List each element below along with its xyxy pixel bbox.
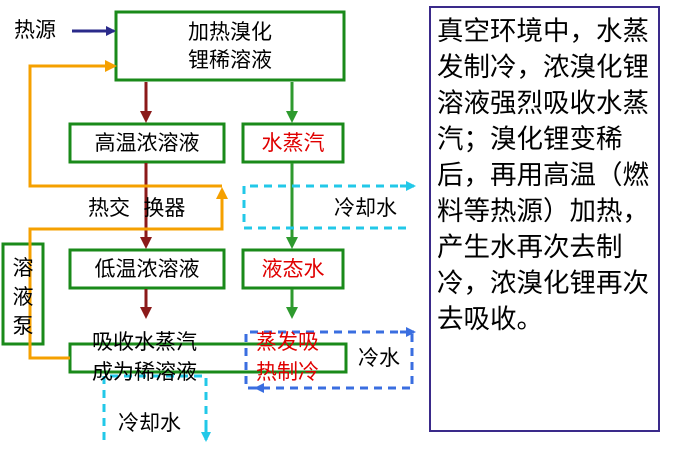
water-vapor-label: 水蒸汽 bbox=[261, 131, 325, 155]
description-panel: 真空环境中，水蒸发制冷，浓溴化锂溶液强烈吸收水蒸汽；溴化锂变稀后，再用高温（燃料… bbox=[429, 6, 660, 432]
generator-label-line1: 加热溴化 bbox=[188, 20, 272, 44]
low-temp-conc-solution-box bbox=[68, 248, 226, 290]
hot-conc-solution-label: 高温浓溶液 bbox=[94, 131, 200, 155]
orange-return-to-generator bbox=[28, 60, 222, 188]
cooling-water-bottom-label: 冷却水 bbox=[118, 411, 181, 435]
cooling-water-mid-loop bbox=[242, 184, 412, 230]
evaporate-label-line1: 蒸发吸 bbox=[256, 330, 319, 354]
cooling-water-mid-label: 冷却水 bbox=[334, 196, 397, 220]
solution-pump-label: 溶 液 泵 bbox=[12, 256, 34, 338]
heat-source-label: 热源 bbox=[14, 18, 56, 42]
water-vapor-box bbox=[241, 122, 345, 164]
cooling-water-bottom-loop bbox=[102, 374, 208, 440]
cold-water-loop bbox=[244, 330, 414, 390]
cold-water-label: 冷水 bbox=[358, 346, 400, 370]
generator-box bbox=[114, 10, 346, 82]
generator-label-line2: 锂稀溶液 bbox=[188, 48, 272, 72]
liquid-water-label: 液态水 bbox=[261, 257, 325, 281]
solution-pump-box bbox=[1, 242, 45, 346]
liquid-water-box bbox=[241, 248, 345, 290]
absorb-label-line2: 成为稀溶液 bbox=[92, 360, 197, 384]
absorb-label-line1: 吸收水蒸汽 bbox=[92, 330, 197, 354]
low-temp-conc-solution-label: 低温浓溶液 bbox=[94, 257, 200, 281]
heat-exchanger-label: 热交 换器 bbox=[88, 196, 186, 220]
hot-conc-solution-box bbox=[68, 122, 226, 164]
orange-pump-loop bbox=[28, 187, 228, 360]
evaporate-label-line2: 热制冷 bbox=[256, 360, 319, 384]
